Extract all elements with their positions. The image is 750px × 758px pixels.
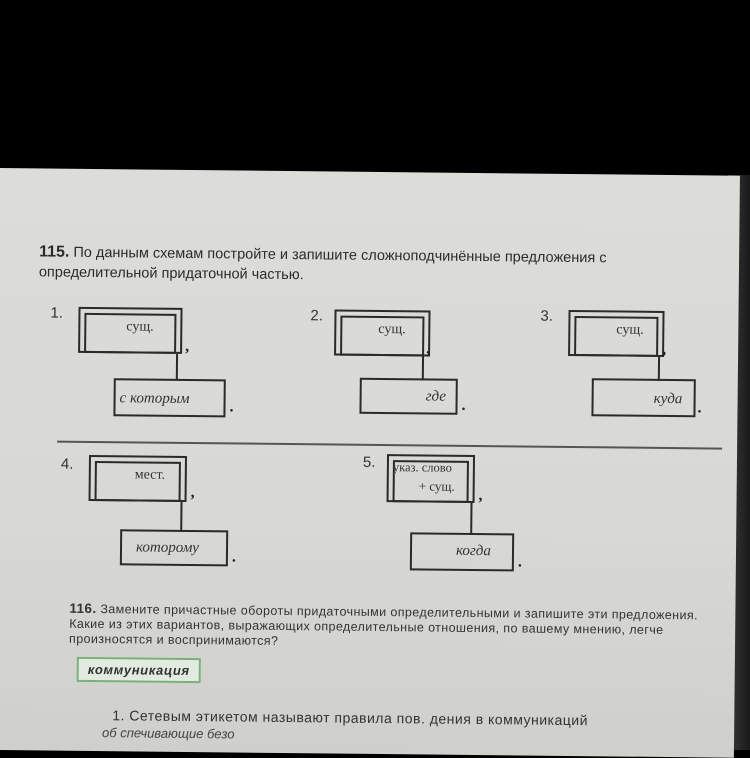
- exercise-115-number: 115.: [39, 243, 70, 261]
- exercise-115: 115. По данным схемам постройте и запиши…: [39, 242, 709, 289]
- scheme-2-period: .: [461, 396, 466, 414]
- scheme-2-comma: ,: [426, 340, 431, 358]
- scheme-5-period: .: [517, 553, 522, 571]
- scheme-2-connector: [421, 356, 425, 381]
- scheme-5-main-label-2: + сущ.: [418, 478, 455, 494]
- exercise-116: 116. Замените причастные обороты придато…: [69, 601, 709, 654]
- communication-badge: коммуникация: [76, 656, 201, 684]
- scheme-5-number: 5.: [362, 453, 376, 471]
- scheme-4-sub-label: которому: [135, 539, 200, 557]
- scheme-3-period: .: [697, 399, 702, 417]
- section-divider: [57, 440, 723, 450]
- scheme-4-comma: ,: [190, 484, 195, 502]
- list-item-1-continued: об спечивающие безо: [102, 725, 235, 742]
- scheme-1-comma: ,: [185, 337, 190, 355]
- scheme-1-number: 1.: [50, 304, 64, 322]
- scheme-5-comma: ,: [478, 487, 483, 505]
- scheme-4-connector: [180, 501, 183, 532]
- textbook-page: 115. По данным схемам постройте и запиши…: [0, 168, 740, 758]
- exercise-116-number: 116.: [69, 600, 97, 617]
- scheme-3-comma: ,: [662, 340, 667, 358]
- scheme-5-sub-label: когда: [455, 542, 491, 560]
- scheme-1-main-label: сущ.: [126, 319, 154, 335]
- scheme-4-period: .: [231, 548, 237, 566]
- scheme-1-period: .: [229, 398, 234, 416]
- scheme-5-main-label-1: указ. слово: [392, 460, 452, 475]
- scheme-3-connector: [657, 356, 661, 381]
- scheme-4-number: 4.: [60, 455, 74, 473]
- scheme-3-sub-label: куда: [653, 390, 683, 408]
- scheme-1-sub-label: с которым: [119, 390, 190, 407]
- scheme-2-sub-label: где: [425, 388, 446, 405]
- scheme-2-number: 2.: [310, 307, 324, 325]
- exercise-115-text: По данным схемам постройте и запишите сл…: [38, 244, 607, 284]
- scheme-3-main-label: сущ.: [616, 322, 644, 338]
- scheme-2-main-label: сущ.: [378, 321, 406, 338]
- scheme-1-connector: [175, 353, 179, 380]
- exercise-116-text: Замените причастные обороты придаточными…: [69, 602, 699, 648]
- scheme-4-main-label: мест.: [134, 467, 166, 483]
- scheme-3-number: 3.: [540, 307, 554, 325]
- scheme-5-connector: [470, 502, 473, 535]
